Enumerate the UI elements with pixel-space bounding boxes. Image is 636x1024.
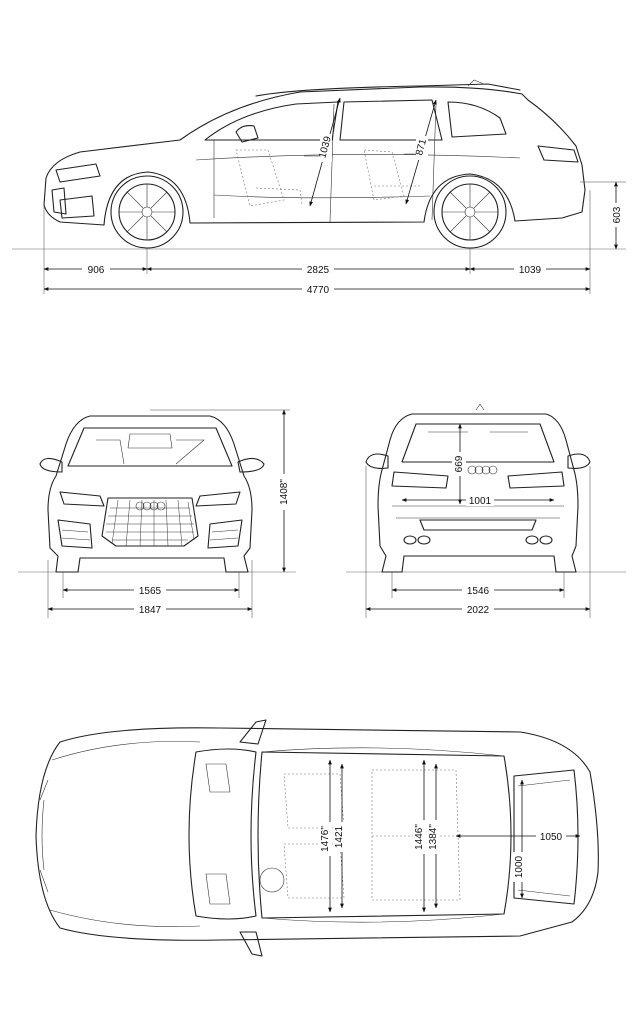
front-grille [101, 497, 199, 547]
side-window-quarter [447, 101, 507, 138]
dim-front-shoulder-width: 1476" [320, 826, 331, 852]
side-window-rear [339, 99, 443, 141]
dim-front-elbow-width: 1421 [334, 825, 345, 848]
front-body-outline [47, 415, 253, 573]
dim-track-rear: 1546 [467, 586, 490, 597]
side-rear-wheel [433, 175, 507, 249]
dim-front-overhang: 906 [88, 265, 105, 276]
dim-wheelbase: 2825 [307, 265, 330, 276]
side-front-wheel [110, 175, 184, 249]
rear-view: 669 1001 1546 2022 [346, 403, 626, 618]
front-view: 1408" 1565 1847 [18, 409, 296, 618]
dim-width-mirrors: 2022 [467, 605, 490, 616]
dim-rear-shoulder-width: 1446" [414, 824, 425, 850]
top-body-outline [35, 727, 599, 941]
dim-track-front: 1565 [139, 586, 162, 597]
dim-overall-length: 4770 [307, 285, 330, 296]
dim-load-floor-width: 1000 [514, 855, 525, 878]
dim-height: 1408" [279, 479, 290, 505]
top-roof [257, 751, 512, 919]
dim-tailgate-width: 1001 [469, 496, 492, 507]
rear-window [401, 423, 555, 463]
dim-load-floor-length: 1050 [540, 832, 563, 843]
top-windshield [188, 748, 257, 920]
dim-rear-overhang: 1039 [519, 265, 542, 276]
side-window-front [204, 101, 339, 141]
dim-rear-elbow-width: 1384" [428, 824, 439, 850]
side-body-outline [43, 86, 586, 226]
rear-body-outline [377, 413, 579, 573]
dim-rear-door-opening: 871 [414, 137, 429, 156]
side-view: 906 2825 1039 4770 603 1039 871 [12, 79, 626, 296]
top-view: 1476" 1421 1446" 1384" 1050 1000 [35, 719, 599, 957]
dim-tailgate-height: 669 [454, 455, 465, 472]
dim-width: 1847 [139, 605, 162, 616]
dim-load-sill-height: 603 [612, 206, 623, 223]
top-cargo-area [513, 769, 579, 905]
